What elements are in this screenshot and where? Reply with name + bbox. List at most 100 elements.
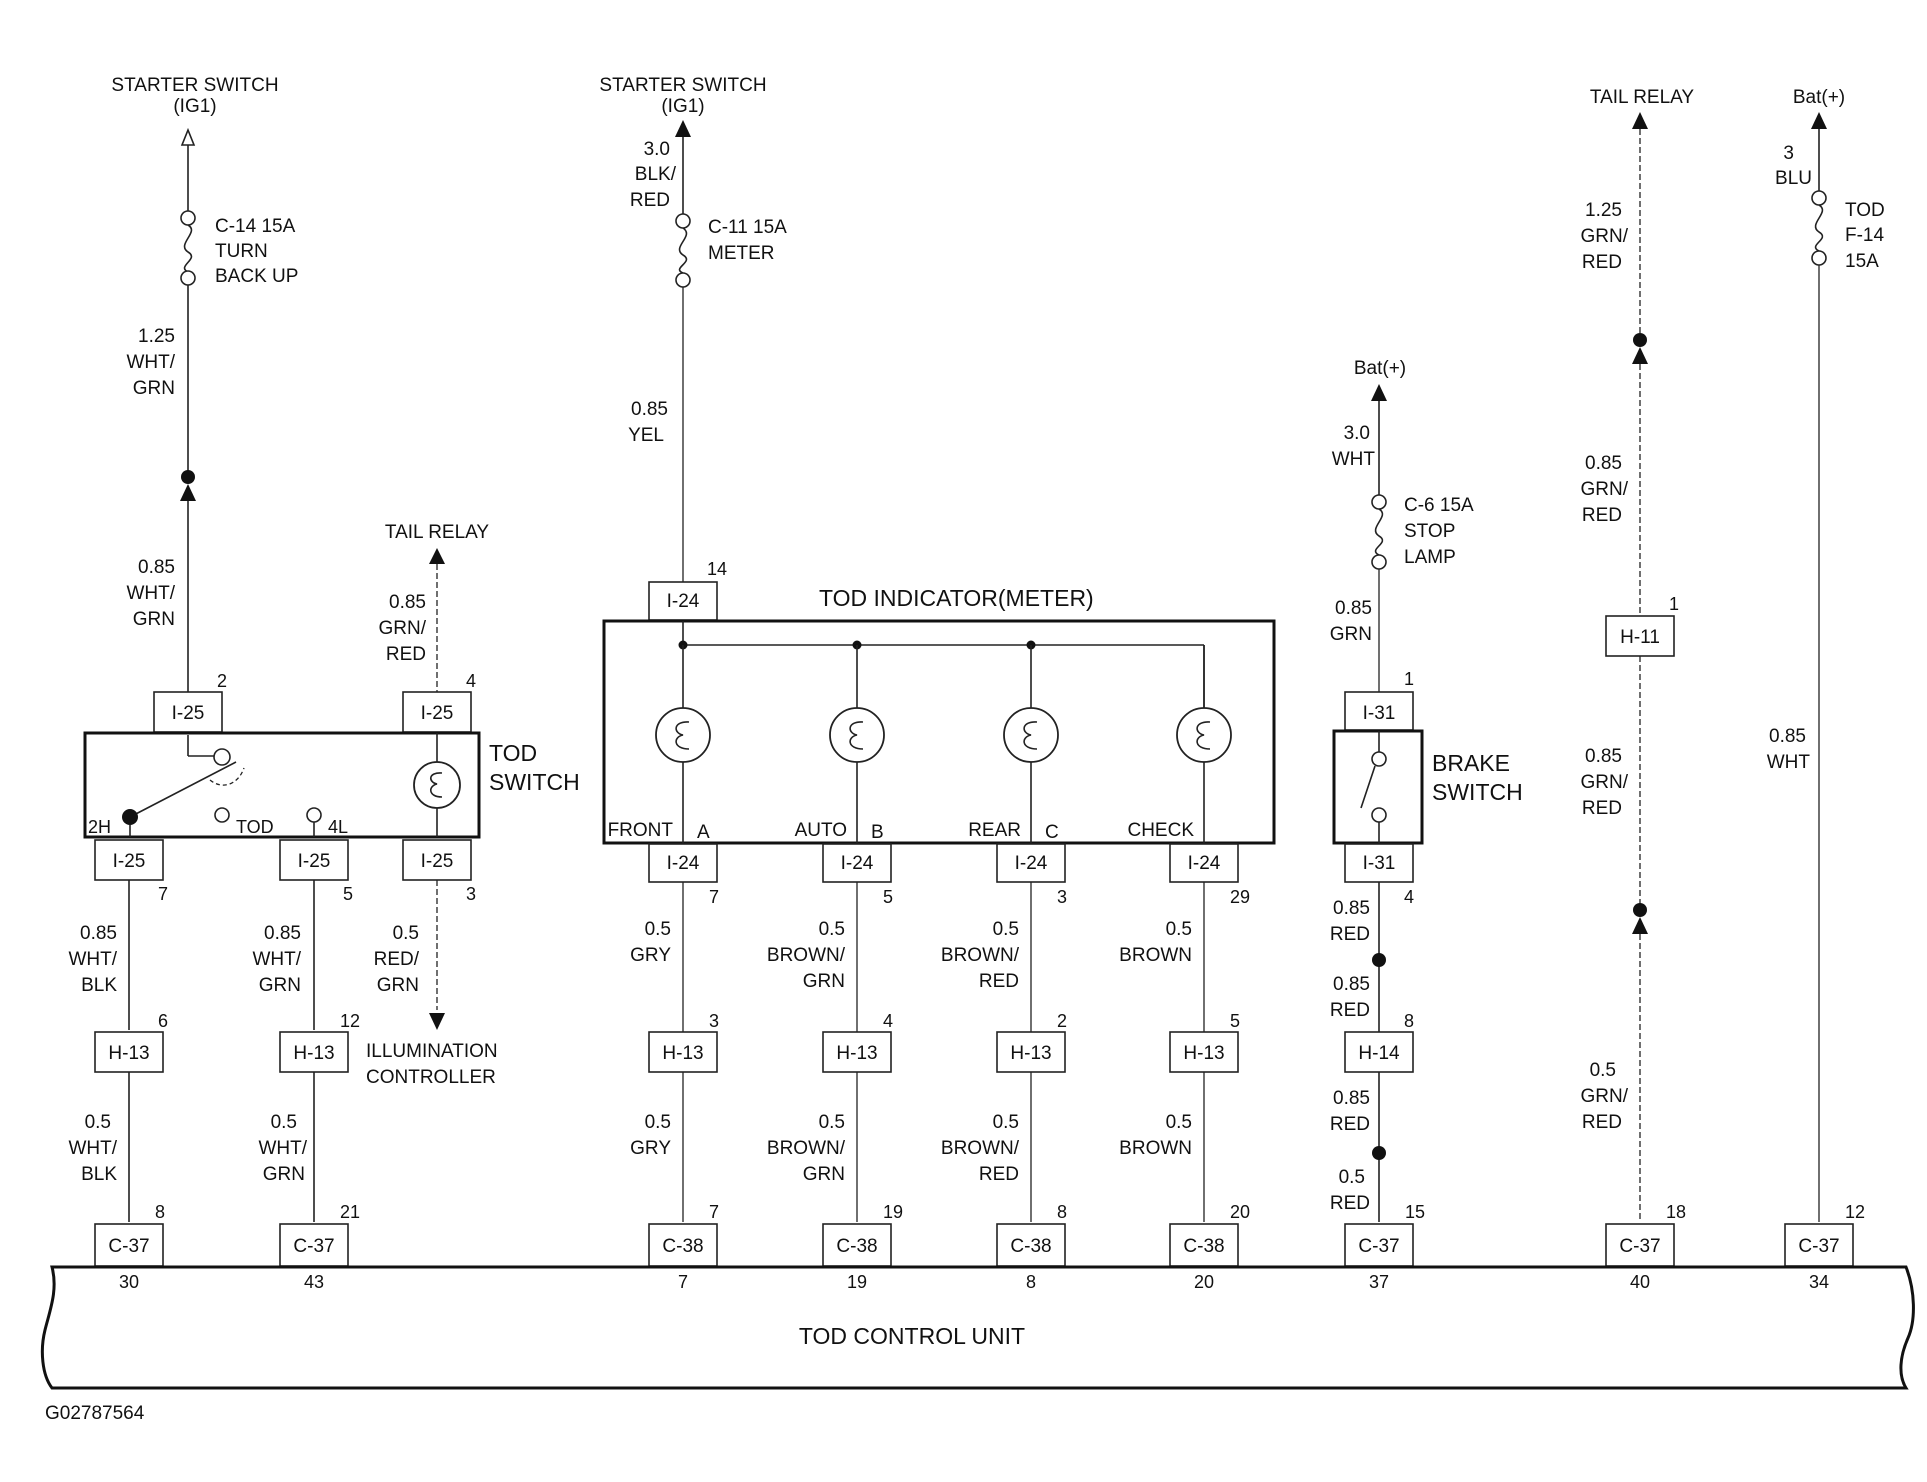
svg-text:WHT/: WHT/: [252, 949, 301, 970]
wire-label-w22: 0.85 RED: [1330, 974, 1370, 1021]
svg-text:3: 3: [466, 884, 476, 904]
svg-text:STARTER SWITCH: STARTER SWITCH: [599, 75, 766, 96]
svg-text:14: 14: [707, 559, 727, 579]
svg-text:BLK: BLK: [81, 975, 117, 996]
control-unit-terminal: 20: [1194, 1272, 1214, 1292]
svg-text:YEL: YEL: [628, 425, 664, 446]
svg-text:RED: RED: [386, 644, 426, 665]
brake-switch: BRAKE SWITCH: [1332, 729, 1523, 845]
svg-text:0.5: 0.5: [393, 923, 419, 944]
svg-text:TAIL RELAY: TAIL RELAY: [1590, 87, 1695, 108]
svg-text:0.85: 0.85: [1585, 453, 1622, 474]
pin-number: 5: [883, 887, 893, 907]
svg-text:0.85: 0.85: [1333, 974, 1370, 995]
wire-label: GRY: [630, 945, 671, 966]
svg-text:12: 12: [340, 1011, 360, 1031]
pin-number: 29: [1230, 887, 1250, 907]
connector-label: C-37: [1358, 1236, 1399, 1257]
tod-switch-connector-bottom-3: I-25 3: [402, 839, 476, 904]
svg-text:STARTER SWITCH: STARTER SWITCH: [111, 75, 278, 96]
svg-text:5: 5: [343, 884, 353, 904]
svg-text:GRN: GRN: [1330, 624, 1372, 645]
pin-number: 15: [1405, 1202, 1425, 1222]
arrow-up-icon: [1632, 112, 1648, 129]
starter-switch-left-source: STARTER SWITCH (IG1): [111, 75, 279, 146]
h11-connector: H-11 1: [1605, 594, 1679, 657]
lamp-label: AUTO: [795, 820, 847, 841]
svg-text:I-31: I-31: [1363, 853, 1396, 874]
svg-text:TOD: TOD: [489, 740, 537, 766]
svg-text:4: 4: [1404, 887, 1414, 907]
wire-label-w25: 1.25 GRN/ RED: [1581, 200, 1629, 273]
tail-relay-left-source: TAIL RELAY: [385, 522, 489, 564]
wire-label: 0.5: [819, 919, 845, 940]
pin-number: 3: [1057, 887, 1067, 907]
svg-text:RED: RED: [1330, 924, 1370, 945]
lamp-letter: B: [871, 822, 884, 843]
svg-text:H-13: H-13: [293, 1043, 334, 1064]
wire-label-w10: 0.85 YEL: [628, 399, 668, 446]
wire-label: BROWN/: [767, 1138, 846, 1159]
pin-number: 7: [709, 1202, 719, 1222]
wire-label-w26: 0.85 GRN/ RED: [1581, 453, 1629, 526]
wire-label-w5: 0.85 WHT/ GRN: [252, 923, 301, 996]
h13-connector-2: H-13 12: [279, 1011, 360, 1073]
pin-number: 20: [1230, 1202, 1250, 1222]
wire-label: 0.5: [645, 1112, 671, 1133]
svg-text:C-11 15A: C-11 15A: [708, 217, 787, 238]
svg-text:BACK UP: BACK UP: [215, 266, 298, 287]
wire-label: GRN: [803, 971, 845, 992]
tod-indicator-connector-top: I-24 14: [648, 559, 727, 621]
connector-label: H-13: [1010, 1043, 1051, 1064]
lamp-letter: C: [1045, 822, 1059, 843]
wire-label-w24: 0.5 RED: [1330, 1167, 1370, 1214]
svg-text:TOD: TOD: [236, 817, 274, 837]
connector-label: I-24: [841, 853, 874, 874]
wire-label: 0.5: [819, 1112, 845, 1133]
switch-contact-4l: [306, 807, 322, 823]
svg-text:WHT: WHT: [1332, 449, 1376, 470]
svg-text:C-6 15A: C-6 15A: [1404, 495, 1474, 516]
pin-number: 21: [340, 1202, 360, 1222]
svg-text:1: 1: [1404, 669, 1414, 689]
svg-text:0.85: 0.85: [264, 923, 301, 944]
lamp-label: CHECK: [1127, 820, 1194, 841]
bat-right-source: Bat(+): [1793, 87, 1845, 129]
connector-label: C-37: [1619, 1236, 1660, 1257]
svg-text:LAMP: LAMP: [1404, 547, 1456, 568]
c-connector-3: C-387: [648, 1202, 719, 1267]
svg-text:TOD: TOD: [1845, 200, 1885, 221]
wire-label-w20: 0.85 GRN: [1330, 598, 1372, 645]
fuse-c6: C-6 15A STOP LAMP: [1371, 494, 1474, 570]
svg-text:H-11: H-11: [1620, 627, 1660, 648]
control-unit-terminal: 34: [1809, 1272, 1829, 1292]
wire-label-w4: 0.85 WHT/ BLK: [68, 923, 117, 996]
pin-number: 7: [709, 887, 719, 907]
svg-text:SWITCH: SWITCH: [1432, 779, 1523, 805]
svg-text:GRN: GRN: [133, 609, 175, 630]
wire-label-w28: 0.5 GRN/ RED: [1581, 1060, 1629, 1133]
wire-label-w21: 0.85 RED: [1330, 898, 1370, 945]
tod-switch-connector-top-b: I-25 4: [402, 671, 476, 733]
svg-text:STOP: STOP: [1404, 521, 1455, 542]
c-connector-1: C-378: [94, 1202, 165, 1267]
svg-text:Bat(+): Bat(+): [1793, 87, 1845, 108]
wire-label: BROWN: [1119, 1138, 1192, 1159]
svg-text:3.0: 3.0: [1344, 423, 1370, 444]
svg-text:I-25: I-25: [421, 851, 454, 872]
svg-text:RED/: RED/: [374, 949, 420, 970]
wire-label-w27: 0.85 GRN/ RED: [1581, 746, 1629, 819]
svg-text:C-14 15A: C-14 15A: [215, 216, 296, 237]
svg-text:0.5: 0.5: [1339, 1167, 1365, 1188]
illumination-bulb-icon: [413, 761, 461, 809]
wire-label: RED: [979, 1164, 1019, 1185]
svg-text:0.5: 0.5: [271, 1112, 297, 1133]
svg-text:0.5: 0.5: [1590, 1060, 1616, 1081]
